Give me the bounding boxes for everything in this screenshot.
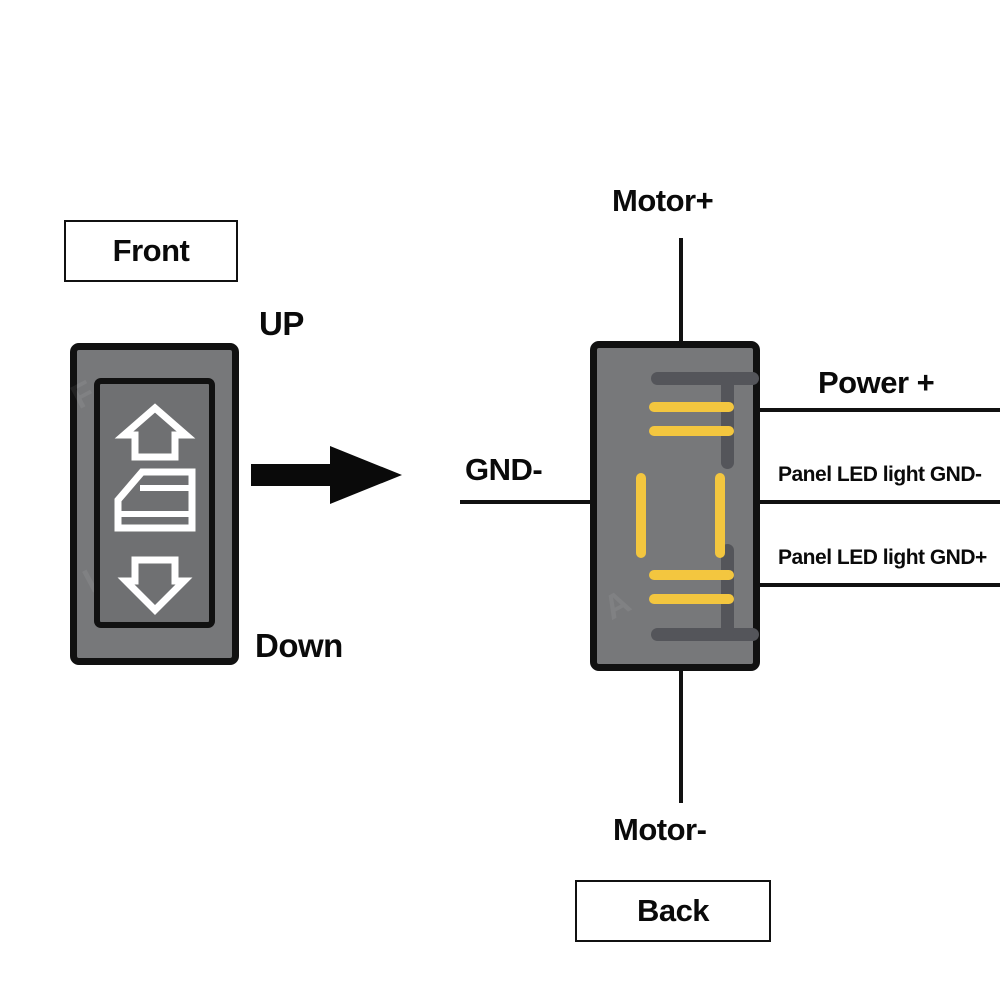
arrow-head bbox=[330, 446, 402, 504]
terminal-label-gnd-minus: GND- bbox=[465, 452, 543, 487]
back-label-box: Back bbox=[575, 880, 771, 942]
internal-trace-bottom-horizontal bbox=[651, 628, 759, 641]
leader-line-motor-minus bbox=[679, 603, 683, 803]
leader-line-power-plus bbox=[700, 408, 1000, 412]
watermark: A bbox=[597, 582, 637, 628]
terminal-motor-plus-bar-1[interactable] bbox=[649, 402, 734, 412]
terminal-label-power-plus: Power + bbox=[818, 365, 935, 400]
switch-rocker-face[interactable] bbox=[94, 378, 215, 628]
leader-line-gnd-minus bbox=[460, 500, 645, 504]
terminal-label-panel-led-gnd-plus: Panel LED light GND+ bbox=[778, 546, 987, 569]
switch-back-body[interactable]: A bbox=[590, 341, 760, 671]
front-label-box: Front bbox=[64, 220, 238, 282]
terminal-panel-led-gnd-minus-bar[interactable] bbox=[715, 473, 725, 558]
front-label-text: Front bbox=[112, 233, 190, 268]
leader-line-panel-led-gnd-plus bbox=[700, 583, 1000, 587]
internal-trace-right-upper-vertical bbox=[721, 372, 734, 469]
switch-front-body[interactable]: F E L bbox=[65, 343, 239, 665]
up-label: UP bbox=[259, 305, 304, 342]
arrow-shaft bbox=[251, 464, 331, 486]
terminal-label-panel-led-gnd-minus: Panel LED light GND- bbox=[778, 463, 982, 486]
internal-trace-right-lower-vertical bbox=[721, 544, 734, 641]
car-window-icon bbox=[114, 468, 196, 532]
up-arrow-icon bbox=[114, 403, 196, 462]
internal-trace-top-horizontal bbox=[651, 372, 759, 385]
down-arrow-icon bbox=[117, 556, 193, 615]
terminal-label-motor-plus: Motor+ bbox=[612, 183, 714, 218]
leader-line-motor-plus bbox=[679, 238, 683, 403]
back-label-text: Back bbox=[636, 893, 710, 928]
down-label: Down bbox=[255, 627, 343, 664]
terminal-motor-minus-bar-2[interactable] bbox=[649, 594, 734, 604]
terminal-motor-minus-bar-1[interactable] bbox=[649, 570, 734, 580]
terminal-label-motor-minus: Motor- bbox=[613, 812, 707, 847]
terminal-gnd-minus-bar[interactable] bbox=[636, 473, 646, 558]
terminal-motor-plus-bar-2[interactable] bbox=[649, 426, 734, 436]
leader-line-panel-led-gnd-minus bbox=[738, 500, 1000, 504]
